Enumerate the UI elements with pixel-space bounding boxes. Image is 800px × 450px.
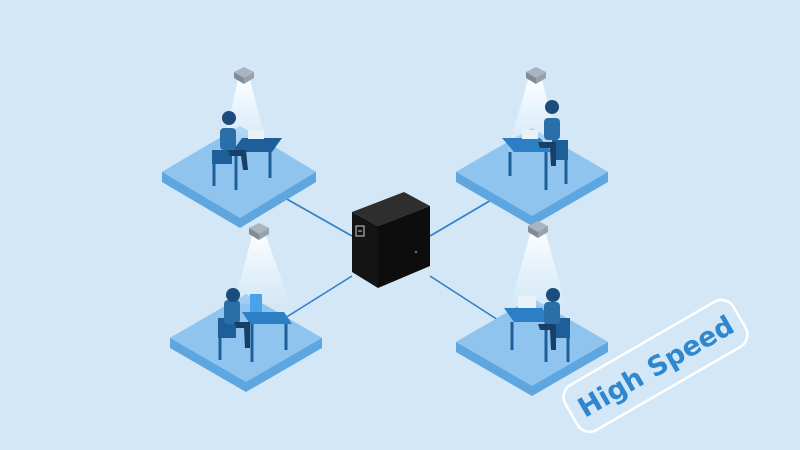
ceiling-lamp-icon xyxy=(526,67,546,84)
light-beam xyxy=(510,234,566,306)
platform xyxy=(162,126,316,228)
network-links xyxy=(284,195,499,321)
workstation-top-left xyxy=(162,67,316,228)
link-top-right xyxy=(429,195,499,237)
person-at-desk-icon xyxy=(502,100,568,190)
server-tower-icon xyxy=(352,192,430,288)
link-bottom-right xyxy=(429,275,499,321)
ceiling-lamp-icon xyxy=(234,67,254,84)
high-speed-badge: High Speed xyxy=(562,298,749,434)
badge-text: High Speed xyxy=(573,310,740,424)
link-bottom-left xyxy=(284,275,353,319)
workstation-bottom-right xyxy=(456,221,608,396)
platform xyxy=(456,128,608,226)
person-at-desk-icon xyxy=(504,288,570,362)
workstation-bottom-left xyxy=(170,223,322,392)
ceiling-lamp-icon xyxy=(528,221,548,238)
person-at-desk-icon xyxy=(212,111,282,190)
badge-frame xyxy=(562,298,749,434)
link-top-left xyxy=(284,197,353,237)
ceiling-lamp-icon xyxy=(249,223,269,240)
person-at-desk-icon xyxy=(218,288,292,362)
workstation-top-right xyxy=(456,67,608,226)
light-beam xyxy=(234,236,290,304)
